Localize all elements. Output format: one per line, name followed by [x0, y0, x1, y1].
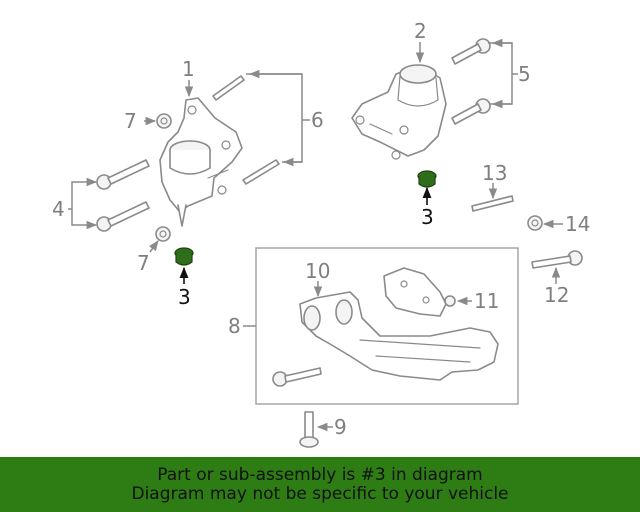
callout-2: 2 — [414, 19, 427, 43]
info-banner: Part or sub-assembly is #3 in diagram Di… — [0, 457, 640, 512]
callout-8: 8 — [228, 314, 241, 338]
bolt-5-upper — [451, 38, 491, 65]
bolt-subframe-inner — [272, 367, 322, 387]
callout-12: 12 — [544, 283, 569, 307]
stud-upper-left — [212, 75, 245, 101]
callout-11: 11 — [474, 289, 499, 313]
nut-14 — [527, 215, 543, 231]
engine-mount-right — [351, 64, 447, 160]
callout-5: 5 — [518, 62, 531, 86]
bolt-4-upper — [96, 159, 150, 190]
callout-4: 4 — [52, 197, 65, 221]
nut-7-lower — [155, 226, 171, 242]
callout-7-upper: 7 — [124, 109, 137, 133]
callout-13: 13 — [482, 161, 507, 185]
engine-mount-bracket-left — [159, 97, 243, 227]
bolt-5-lower — [451, 98, 491, 125]
stud-lower-left — [242, 159, 280, 185]
callout-6: 6 — [311, 108, 324, 132]
crossmember-10 — [299, 291, 499, 381]
highlight-part-3-lower — [174, 247, 194, 266]
nut-11 — [444, 295, 456, 307]
callout-14: 14 — [565, 212, 590, 236]
callout-9: 9 — [334, 415, 347, 439]
callout-7-lower: 7 — [137, 251, 150, 275]
bolt-9 — [299, 411, 319, 448]
parts-diagram: 1 2 3 3 4 5 6 7 7 8 9 10 11 12 13 14 — [52, 19, 590, 448]
leader-lines — [68, 38, 563, 432]
bracket-11 — [383, 267, 447, 317]
banner-line-1: Part or sub-assembly is #3 in diagram — [157, 464, 483, 485]
callout-3-upper: 3 — [421, 205, 434, 229]
callout-10: 10 — [305, 259, 330, 283]
pin-13 — [471, 195, 514, 212]
banner-line-2: Diagram may not be specific to your vehi… — [131, 483, 509, 504]
bolt-12 — [531, 250, 583, 269]
nut-7-upper — [156, 113, 172, 129]
highlight-part-3-upper — [417, 170, 437, 188]
callout-1: 1 — [182, 57, 195, 81]
bolt-4-lower — [96, 201, 150, 232]
callout-3-lower: 3 — [178, 285, 191, 309]
